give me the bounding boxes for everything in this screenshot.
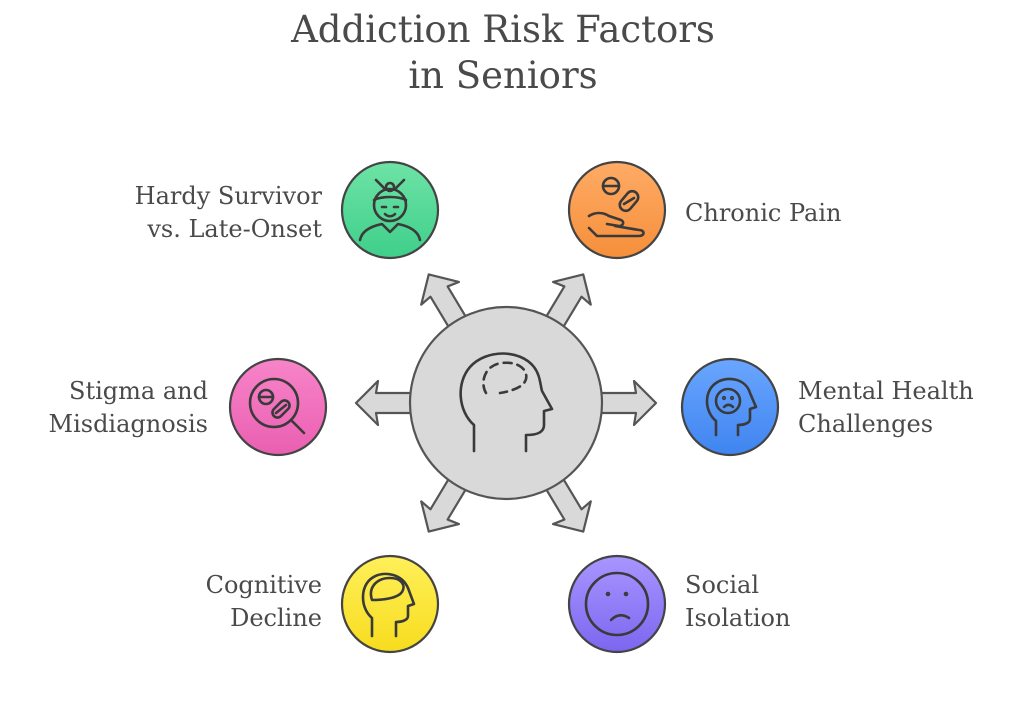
label-line-2: Decline: [230, 604, 322, 632]
senior-person-icon: [358, 178, 422, 242]
factor-mental-health: Mental Health Challenges: [680, 357, 974, 457]
head-brain-icon: [459, 352, 554, 453]
title-line-1: Addiction Risk Factors: [290, 8, 715, 51]
sad-face-icon: [584, 571, 650, 637]
factor-cognitive-decline: Cognitive Decline: [206, 554, 440, 654]
label-line-1: Hardy Survivor: [135, 182, 323, 210]
label-line-2: Isolation: [685, 604, 790, 632]
label-line-2: Misdiagnosis: [49, 410, 209, 438]
label-line-2: vs. Late-Onset: [146, 215, 322, 243]
title-line-2: in Seniors: [408, 54, 597, 97]
brain-head-icon: [361, 572, 416, 638]
label-line-1: Stigma and: [69, 377, 208, 405]
label-line-1: Social: [685, 571, 759, 599]
label-line-1: Mental Health: [798, 377, 974, 405]
hand-pills-icon: [587, 176, 645, 238]
factor-chronic-pain: Chronic Pain: [567, 160, 841, 260]
center-node: [408, 305, 604, 501]
label-line-1: Chronic Pain: [685, 199, 841, 227]
sad-head-icon: [705, 377, 758, 437]
magnifier-pills-icon: [248, 377, 306, 435]
factor-hardy-survivor: Hardy Survivor vs. Late-Onset: [135, 160, 440, 260]
factor-social-isolation: Social Isolation: [567, 554, 790, 654]
factor-stigma-misdiagnosis: Stigma and Misdiagnosis: [49, 357, 328, 457]
label-line-2: Challenges: [798, 410, 933, 438]
label-line-1: Cognitive: [206, 571, 322, 599]
